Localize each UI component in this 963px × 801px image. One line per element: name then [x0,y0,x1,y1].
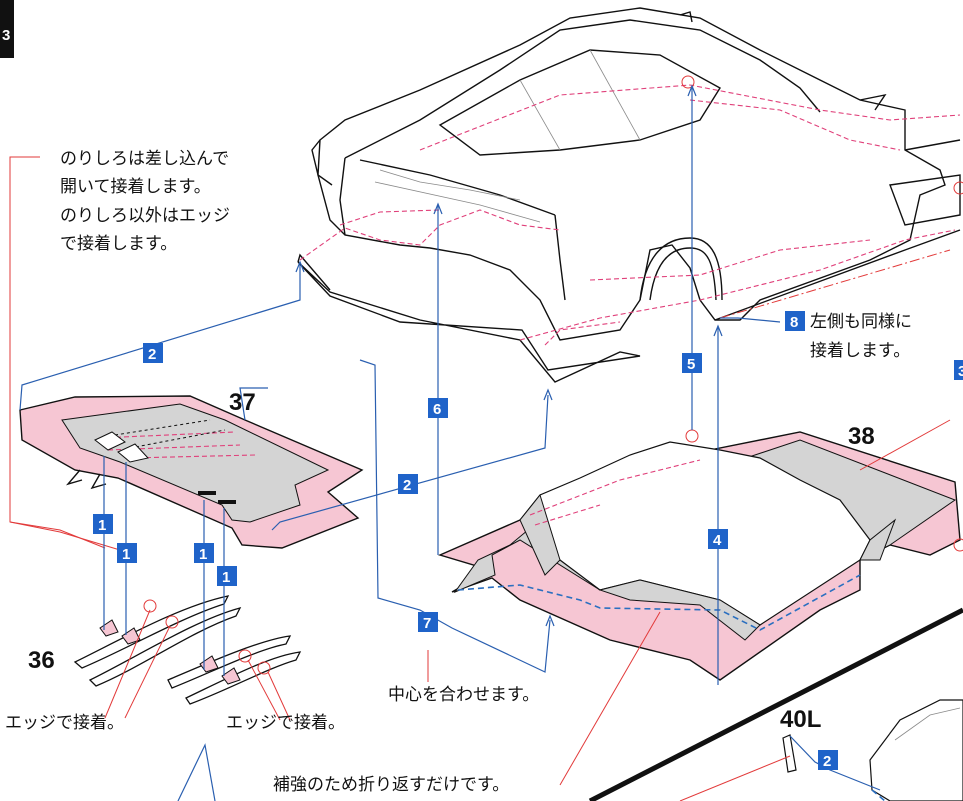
part-38-floor [437,429,963,681]
note-left-side: 左側も同様に 接着します。 [810,312,912,361]
part-number-40l: 40L [780,706,821,733]
note-fold-only: 補強のため折り返すだけです。 [273,775,509,795]
badge-2-40l: 2 [818,750,838,770]
svg-text:1: 1 [98,517,106,534]
svg-text:8: 8 [790,314,798,331]
svg-text:7: 7 [423,615,431,632]
badge-6: 6 [428,398,448,418]
svg-text:1: 1 [199,546,207,563]
svg-text:4: 4 [713,532,722,549]
note-edge-glue-left: エッジで接着。 [5,713,124,733]
note-glue-tabs-line-2: 開いて接着します。 [60,177,211,197]
note-glue-tabs-line-1: のりしろは差し込んで [60,149,229,169]
note-left-side-line-1: 左側も同様に [810,312,912,332]
svg-text:2: 2 [148,346,156,363]
badge-8: 8 [785,311,805,331]
badge-1-c: 1 [194,543,214,563]
badge-5: 5 [682,353,702,373]
note-glue-tabs-line-3: のりしろ以外はエッジ [60,206,230,226]
svg-text:6: 6 [433,401,441,418]
step-number: 3 [2,27,10,44]
badge-1-b: 1 [117,543,137,563]
note-glue-tabs: のりしろは差し込んで 開いて接着します。 のりしろ以外はエッジ で接着します。 [60,149,230,254]
svg-text:2: 2 [403,477,411,494]
svg-text:3: 3 [958,363,963,380]
step-number-tab: 3 [0,0,14,58]
part-number-36: 36 [28,647,55,674]
badge-1-a: 1 [93,514,113,534]
svg-text:1: 1 [122,546,130,563]
badge-2-center: 2 [398,474,418,494]
note-center: 中心を合わせます。 [388,685,539,705]
badge-2-left: 2 [143,343,163,363]
badge-4: 4 [708,529,728,549]
part-37-plate [19,395,364,549]
note-left-side-line-2: 接着します。 [810,341,910,361]
note-glue-tabs-line-4: で接着します。 [60,234,177,254]
svg-text:5: 5 [687,356,695,373]
badge-1-d: 1 [217,566,237,586]
step-badges: 2 2 6 5 4 7 8 3 1 1 1 1 2 [93,311,963,770]
note-edge-glue-right: エッジで接着。 [226,713,345,733]
svg-text:1: 1 [222,569,230,586]
badge-7: 7 [418,612,438,632]
svg-text:2: 2 [823,753,831,770]
part-number-37: 37 [229,389,256,416]
car-body [297,7,963,383]
part-number-38: 38 [848,423,875,450]
part-40l [588,607,963,801]
part-36-strakes [73,595,302,705]
part-numbers: 37 38 36 40L [28,389,875,733]
badge-3-edge: 3 [954,360,963,380]
